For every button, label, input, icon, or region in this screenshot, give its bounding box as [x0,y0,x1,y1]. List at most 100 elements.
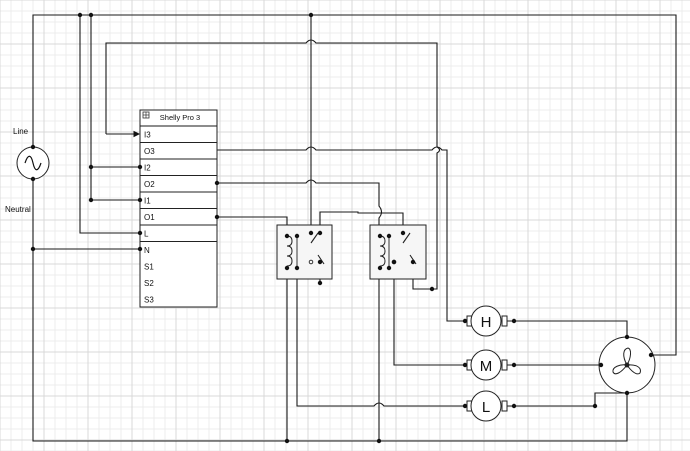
terminal-label-s3: S3 [144,295,154,304]
motor-l-terminal-right [501,400,508,412]
wire-to-I3 [105,39,441,290]
junction-dot [317,230,323,236]
junction-dot [429,286,435,292]
terminal-label-i3: I3 [144,130,151,139]
motor-l-label: L [482,399,490,416]
junction-dot [624,334,630,340]
motor-h-label: H [481,314,492,331]
wire-L-to-fan [507,392,627,407]
junction-dot [284,438,290,444]
wire-O3-to-H [217,146,465,322]
motor-m-label: M [480,358,493,375]
junction-dot [30,246,36,252]
junction-dot [376,438,382,444]
terminal-label-o3: O3 [144,147,155,156]
junction-dot [88,197,94,203]
motor-h-terminal-right [501,315,508,327]
junction-dot [308,12,314,18]
junction-dot [30,144,36,150]
junction-dot [511,318,517,324]
junction-dot [624,390,630,396]
motor-l: L [466,390,508,422]
terminal-label-l: L [144,229,149,238]
motor-h: H [466,305,508,337]
fan-motor [598,336,656,394]
wire-relay2-to-M [393,262,465,366]
motor-h-body [470,305,502,337]
grid-icon [142,111,150,119]
junction-dot [284,233,290,239]
relay-1-contact [308,259,314,265]
wire-relay1-to-L [296,268,465,407]
relay-1-switch-blade [310,232,319,244]
relay-1 [276,224,333,280]
fan-icon [612,347,641,375]
wire-relay1-to-relay2 [319,211,404,233]
terminal-label-i2: I2 [144,163,151,172]
relay-2-switch-blade [402,232,411,244]
junction-dot [462,362,468,368]
motor-l-body [470,390,502,422]
wire-I2-to-I1 [90,167,140,201]
terminal-label-i1: I1 [144,196,151,205]
wire-line-to-L [79,15,140,234]
junction-dot [511,362,517,368]
line-label: Line [13,127,29,136]
junction-dots [30,12,654,444]
neutral-label: Neutral [5,205,31,214]
wires [32,14,677,442]
junction-dot [30,176,36,182]
wire-H-to-fan [507,320,628,337]
ac-source: Line Neutral [5,127,50,214]
junction-dot [137,246,143,252]
wire-neutral-frame [32,176,628,442]
junction-dot [410,259,416,265]
junction-dot [214,180,220,186]
junction-dot [308,230,314,236]
junction-dot [400,230,406,236]
relay-1-switch-blade-2 [317,254,325,265]
wire-O2-to-relay2 [217,179,383,229]
relay-2-housing [369,224,427,280]
motor-m-terminal-right [501,359,508,371]
motor-m: M [466,349,508,381]
junction-dot [377,265,383,271]
junction-dot [214,214,220,220]
terminal-label-s2: S2 [144,279,154,288]
ac-sine-icon [24,155,42,171]
junction-dot [284,265,290,271]
junction-dot [592,403,598,409]
junction-dot [77,12,83,18]
relay-2-coil-icon [379,235,386,267]
junction-dot [88,12,94,18]
relay-2 [369,224,427,280]
wire-line-to-I2 [90,15,140,168]
junction-dot [377,233,383,239]
junction-dot [317,259,323,265]
junction-dot [511,403,517,409]
wire-O1-to-relay1-coil [217,216,288,228]
junction-dot [137,230,143,236]
junction-dot [137,197,143,203]
junction-dot [462,318,468,324]
module-title: Shelly Pro 3 [160,113,200,122]
junction-dot [648,352,654,358]
junction-dot [137,164,143,170]
relay-1-coil-icon [286,235,293,267]
junction-dot [317,280,323,286]
terminal-label-o2: O2 [144,180,155,189]
relay-1-housing [276,224,333,280]
junction-dot [386,233,392,239]
junction-dot [294,265,300,271]
terminal-label-o1: O1 [144,213,155,222]
junction-dot [294,233,300,239]
terminal-label-s1: S1 [144,262,154,271]
junction-dot [386,265,392,271]
junction-dot [598,362,604,368]
junction-dot [462,403,468,409]
